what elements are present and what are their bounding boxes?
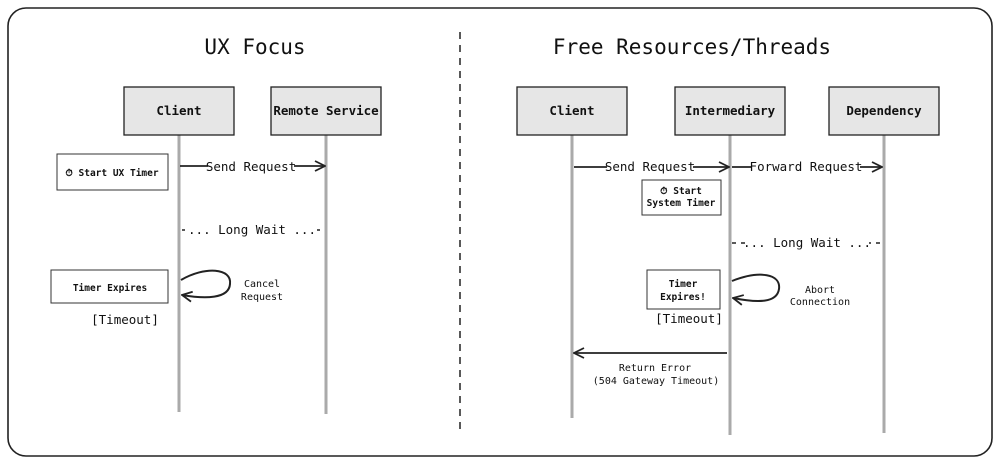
abort-connection-loop xyxy=(732,273,781,301)
right-timer-expires-label-2: Expires! xyxy=(660,292,706,303)
forward-request-label: Forward Request xyxy=(750,159,863,174)
right-send-request-label-bg xyxy=(607,160,693,174)
send-request-label: Send Request xyxy=(206,159,296,174)
participant-client xyxy=(123,86,235,136)
start-system-timer-note xyxy=(641,179,722,216)
participant-client-label: Client xyxy=(156,103,201,118)
left-title: UX Focus xyxy=(204,35,305,59)
abort-connection-label-1: Abort xyxy=(805,285,835,296)
left-timeout-label: [Timeout] xyxy=(91,312,159,327)
participant-intermediary-label: Intermediary xyxy=(685,103,776,118)
right-timeout-label: [Timeout] xyxy=(655,311,723,326)
cancel-request-label-2: Request xyxy=(241,292,283,303)
participant-remote-service xyxy=(270,86,382,136)
timer-expires-label: Timer Expires xyxy=(73,283,147,294)
forward-request-label-bg xyxy=(752,160,860,174)
right-long-wait-label-bg xyxy=(745,234,869,250)
start-system-timer-label-1: ⏱ Start xyxy=(660,185,702,197)
long-wait-label: ... Long Wait ... xyxy=(188,222,316,237)
return-error-label-1: Return Error xyxy=(619,363,691,374)
long-wait-label-bg xyxy=(190,221,315,237)
right-timer-expires-note xyxy=(646,269,721,310)
cancel-request-loop xyxy=(181,269,232,298)
start-ux-timer-label: ⏱ Start UX Timer xyxy=(65,167,158,179)
right-long-wait-label: ... Long Wait ... xyxy=(743,235,871,250)
start-ux-timer-note xyxy=(56,153,169,191)
right-timer-expires-label-1: Timer xyxy=(669,279,698,290)
participant-right-client-label: Client xyxy=(549,103,594,118)
timer-expires-note xyxy=(50,269,169,304)
abort-connection-label-2: Connection xyxy=(790,297,850,308)
participant-remote-service-label: Remote Service xyxy=(273,103,379,118)
participant-dependency-label: Dependency xyxy=(846,103,922,118)
right-title: Free Resources/Threads xyxy=(553,35,831,59)
right-send-request-label: Send Request xyxy=(605,159,695,174)
participant-intermediary xyxy=(674,86,786,136)
cancel-request-label-1: Cancel xyxy=(244,279,280,290)
return-error-label-2: (504 Gateway Timeout) xyxy=(593,376,719,387)
outer-frame xyxy=(7,7,993,457)
participant-dependency xyxy=(828,86,940,136)
participant-right-client xyxy=(516,86,628,136)
send-request-label-bg xyxy=(208,159,294,173)
start-system-timer-label-2: System Timer xyxy=(647,198,716,209)
